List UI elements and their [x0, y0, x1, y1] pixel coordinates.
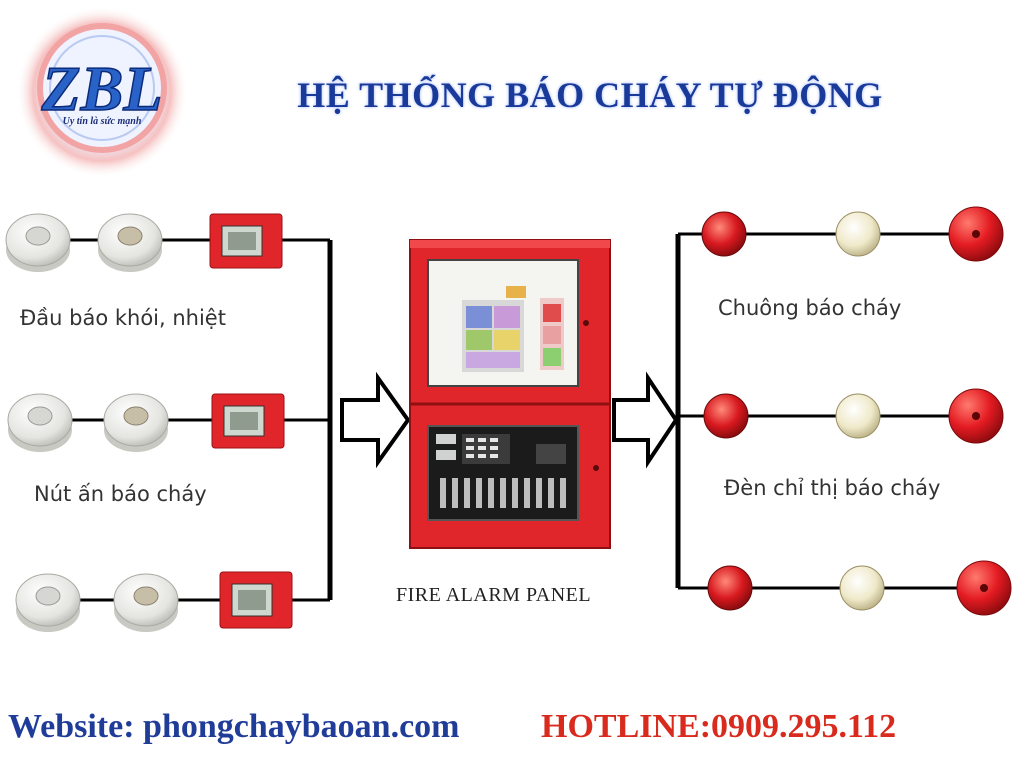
smoke-detector-icon	[15, 573, 81, 632]
strobe-light-icon	[701, 211, 747, 257]
alarm-bell-icon	[948, 388, 1004, 444]
website-link[interactable]: Website: phongchaybaoan.com	[8, 708, 460, 745]
input-arrow-icon	[340, 371, 411, 469]
heat-detector-icon	[113, 573, 179, 632]
output-arrow-icon	[612, 371, 679, 469]
page-title: HỆ THỐNG BÁO CHÁY TỰ ĐỘNG	[297, 75, 883, 115]
smoke-detector-icon	[5, 213, 71, 272]
heat-detector-icon	[97, 213, 163, 272]
logo-monogram: ZBL	[41, 53, 163, 124]
logo: ZBL	[16, 6, 188, 178]
call-points-label: Nút ấn báo cháy	[34, 482, 207, 506]
strobe-light-icon	[703, 393, 749, 439]
manual-call-point-icon	[209, 213, 283, 269]
panel-label: FIRE ALARM PANEL	[396, 584, 592, 606]
output-row-2	[703, 388, 1004, 444]
detector-row-3	[15, 571, 293, 632]
alarm-bell-icon	[956, 560, 1012, 616]
bells-label: Chuông báo cháy	[718, 296, 902, 320]
logo-slogan: Uy tín là sức mạnh	[62, 116, 142, 127]
input-bus	[38, 238, 333, 602]
fire-alarm-panel	[409, 239, 611, 549]
hotline-text[interactable]: HOTLINE:0909.295.112	[541, 708, 897, 745]
detector-row-2	[7, 393, 285, 452]
indicator-lamp-icon	[835, 211, 881, 257]
alarm-bell-icon	[948, 206, 1004, 262]
indicator-lamp-icon	[835, 393, 881, 439]
heat-detector-icon	[103, 393, 169, 452]
manual-call-point-icon	[219, 571, 293, 629]
indicators-label: Đèn chỉ thị báo cháy	[724, 476, 941, 500]
smoke-detector-icon	[7, 393, 73, 452]
manual-call-point-icon	[211, 393, 285, 449]
output-row-3	[707, 560, 1012, 616]
output-row-1	[701, 206, 1004, 262]
indicator-lamp-icon	[839, 565, 885, 611]
detector-row-1	[5, 213, 283, 272]
detectors-label: Đầu báo khói, nhiệt	[20, 306, 226, 330]
strobe-light-icon	[707, 565, 753, 611]
